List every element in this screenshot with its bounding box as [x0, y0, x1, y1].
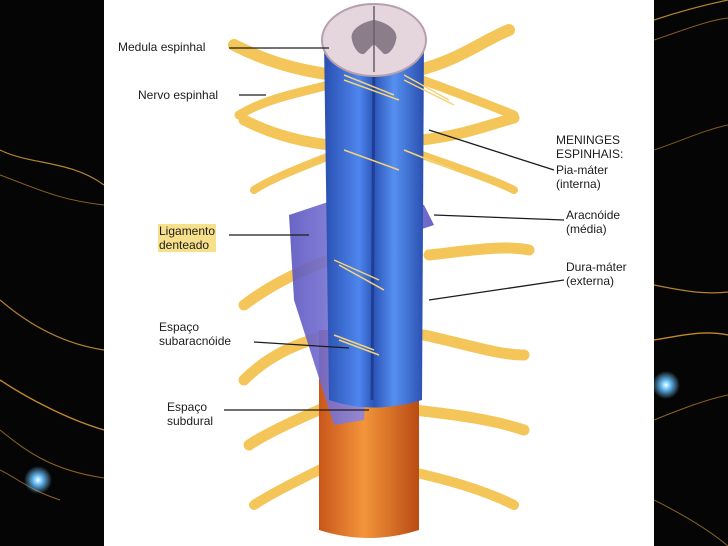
- label-ligamento-denteado: Ligamento denteado: [158, 224, 217, 252]
- label-pia-mater: Pia-máter (interna): [556, 163, 609, 191]
- label-espaco-subdural: Espaço subdural: [167, 400, 214, 428]
- anatomy-slide: Medula espinhal Nervo espinhal MENINGES …: [104, 0, 654, 546]
- label-espaco-subaracnoide: Espaço subaracnóide: [159, 320, 232, 348]
- glowing-lines-decoration: [0, 149, 104, 501]
- right-decorative-panel: [654, 0, 728, 546]
- spinal-cord-meninges-illustration: [224, 3, 565, 538]
- label-dura-mater: Dura-máter (externa): [566, 260, 627, 288]
- leader-lines: [224, 47, 565, 411]
- glowing-lines-decoration: [654, 0, 728, 546]
- label-meninges-espinhais: MENINGES ESPINHAIS:: [556, 133, 624, 161]
- label-aracnoide: Aracnóide (média): [566, 208, 621, 236]
- label-medula-espinhal: Medula espinhal: [118, 40, 206, 54]
- left-decorative-panel: [0, 0, 104, 546]
- nerve-rootlets: [333, 74, 455, 356]
- label-nervo-espinhal: Nervo espinhal: [138, 88, 219, 102]
- median-fissure: [370, 44, 376, 401]
